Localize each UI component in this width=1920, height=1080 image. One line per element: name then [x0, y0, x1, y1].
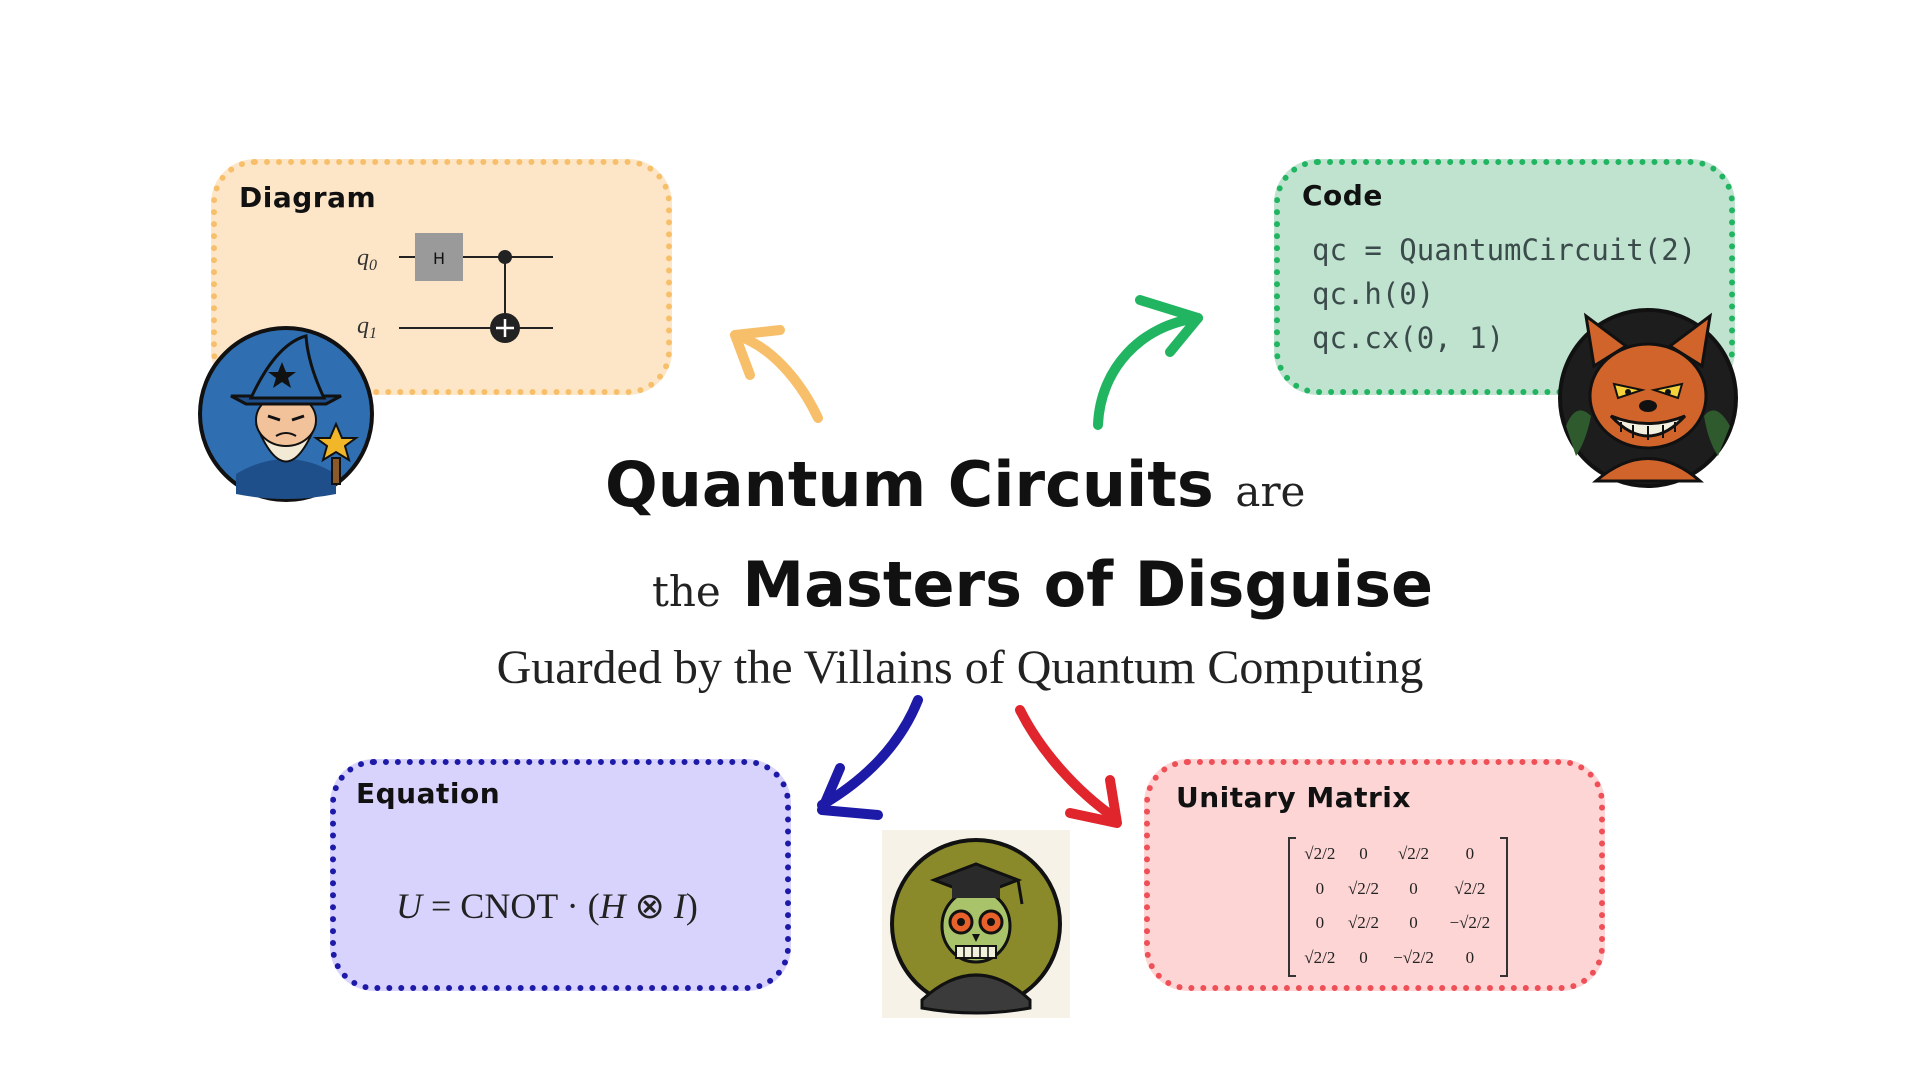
- qubit-1-label: q1: [357, 313, 377, 342]
- code-line-2: qc.h(0): [1312, 277, 1435, 311]
- headline-light-1: are: [1235, 467, 1306, 516]
- hadamard-gate-label: H: [433, 249, 445, 268]
- arrow-to-code: [1093, 313, 1203, 430]
- arrow-to-matrix-head: [1065, 775, 1122, 828]
- code-card-title: Code: [1302, 179, 1383, 212]
- matrix-cell: 0: [1409, 878, 1418, 898]
- arrow-to-matrix: [1015, 705, 1120, 823]
- circuit-diagram: q0 q1 H: [357, 233, 553, 343]
- matrix-cell: 0: [1409, 913, 1418, 933]
- matrix-row: 0 √2/2 0 −√2/2: [1298, 906, 1498, 941]
- matrix-cell: −√2/2: [1393, 947, 1434, 967]
- devil-avatar-icon: [1558, 308, 1738, 488]
- matrix-grid: √2/2 0 √2/2 0 0 √2/2 0 √2/2 0 √2/2 0 −√2…: [1298, 837, 1498, 975]
- code-card: Code qc = QuantumCircuit(2) qc.h(0) qc.c…: [1274, 159, 1735, 395]
- matrix-cell: √2/2: [1304, 947, 1336, 967]
- matrix-row: √2/2 0 −√2/2 0: [1298, 941, 1498, 976]
- matrix-cell: 0: [1359, 947, 1368, 967]
- headline-bold-2: Masters of Disguise: [742, 548, 1434, 621]
- equation-text: U = CNOT · (H ⊗ I): [396, 886, 698, 926]
- matrix-bracket-left: [1288, 837, 1296, 977]
- matrix-bracket-right: [1500, 837, 1508, 977]
- diagram-card-title: Diagram: [239, 181, 377, 214]
- matrix-cell: 0: [1315, 878, 1325, 898]
- matrix-cell: 0: [1465, 844, 1475, 864]
- matrix-cell: √2/2: [1454, 878, 1486, 898]
- matrix-cell: √2/2: [1347, 913, 1380, 933]
- matrix-cell: 0: [1359, 844, 1368, 864]
- matrix-row: √2/2 0 √2/2 0: [1298, 837, 1498, 872]
- headline-subtitle: Guarded by the Villains of Quantum Compu…: [496, 641, 1424, 694]
- headline-bold-1: Quantum Circuits: [605, 448, 1214, 521]
- matrix-cell: √2/2: [1347, 878, 1380, 898]
- matrix-cell: √2/2: [1397, 844, 1430, 864]
- equation-card: Equation U = CNOT · (H ⊗ I): [330, 759, 791, 991]
- unitary-matrix: √2/2 0 √2/2 0 0 √2/2 0 √2/2 0 √2/2 0 −√2…: [1288, 837, 1508, 977]
- arrow-to-equation-head: [817, 763, 883, 820]
- code-line-1: qc = QuantumCircuit(2): [1312, 233, 1697, 267]
- arrow-to-equation: [817, 695, 923, 810]
- cnot-control-dot: [498, 250, 512, 264]
- matrix-cell: 0: [1315, 913, 1325, 933]
- headline-line-1: Quantum Circuits are: [605, 448, 1305, 521]
- headline-line-2: the Masters of Disguise: [652, 548, 1433, 621]
- qubit-0-label: q0: [357, 245, 377, 274]
- code-line-3: qc.cx(0, 1): [1312, 321, 1505, 355]
- headline-light-2: the: [652, 567, 721, 616]
- skeleton-avatar-icon: [882, 830, 1070, 1018]
- arrow-to-diagram-head: [730, 325, 785, 380]
- equation-card-title: Equation: [356, 777, 501, 810]
- wizard-avatar-icon: [198, 326, 374, 502]
- matrix-cell: √2/2: [1304, 844, 1336, 864]
- matrix-cell: 0: [1465, 947, 1475, 967]
- matrix-row: 0 √2/2 0 √2/2: [1298, 872, 1498, 907]
- matrix-card-title: Unitary Matrix: [1176, 781, 1411, 814]
- arrow-to-diagram: [730, 330, 823, 423]
- matrix-cell: −√2/2: [1449, 913, 1491, 933]
- arrow-to-code-head: [1135, 295, 1203, 357]
- hadamard-gate: [415, 233, 463, 281]
- matrix-card: Unitary Matrix √2/2 0 √2/2 0 0 √2/2 0 √2…: [1144, 759, 1605, 991]
